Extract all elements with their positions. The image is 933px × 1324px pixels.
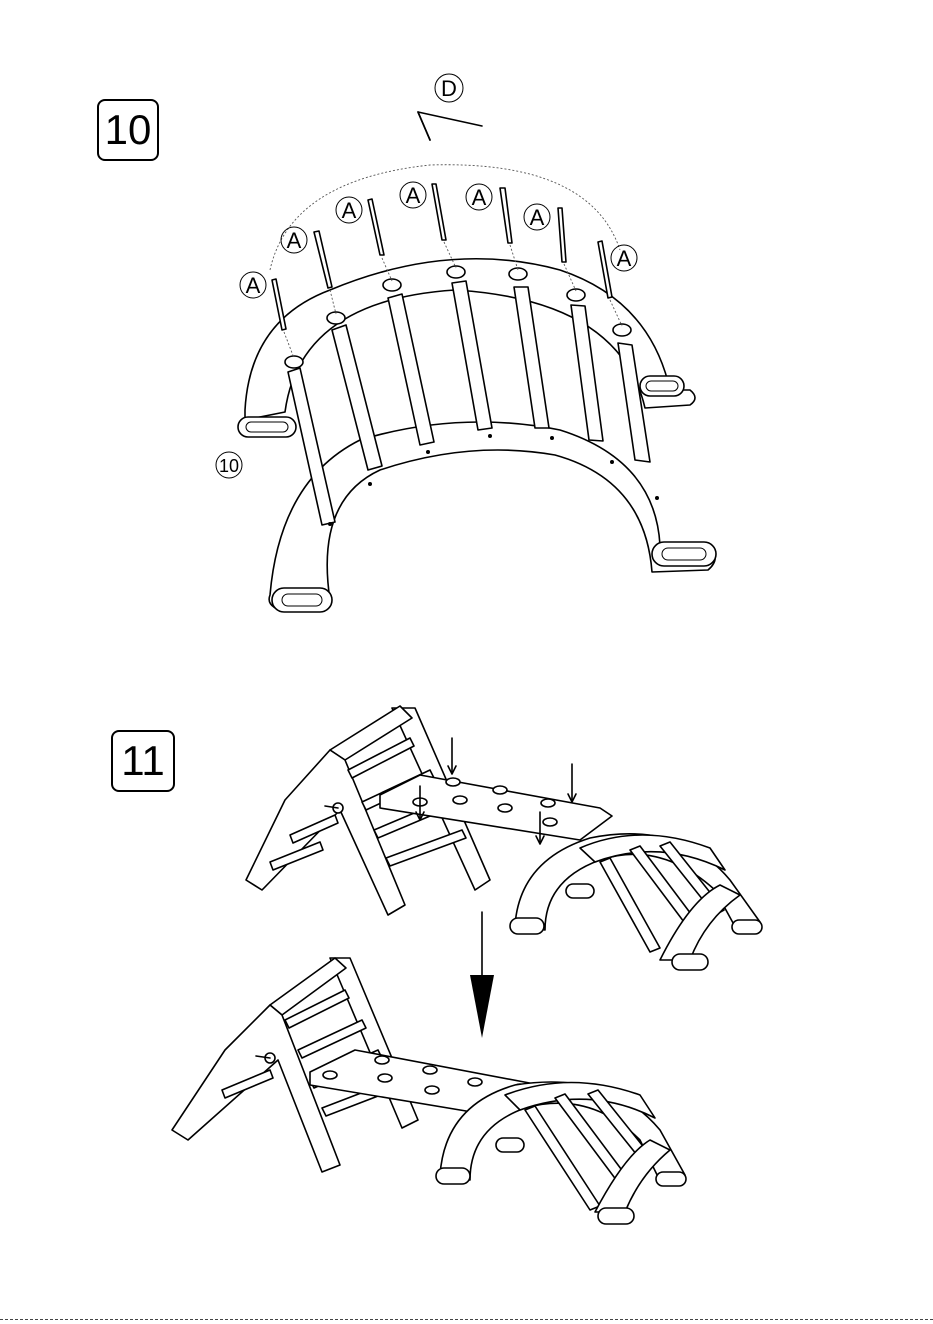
svg-text:A: A (530, 205, 545, 230)
svg-text:A: A (246, 273, 261, 298)
part-label-10: 10 (219, 456, 239, 476)
step-10-illustration: D (216, 74, 716, 612)
tool-label-d: D (441, 76, 457, 101)
svg-text:A: A (406, 183, 421, 208)
svg-text:A: A (342, 198, 357, 223)
next-arrow-icon (470, 912, 494, 1038)
svg-text:A: A (287, 228, 302, 253)
page-edge-rule (0, 1319, 933, 1320)
svg-text:A: A (472, 185, 487, 210)
allen-key-icon (418, 112, 482, 140)
step-11-after-illustration (172, 958, 686, 1224)
svg-text:A: A (617, 246, 632, 271)
step-11-before-illustration (246, 706, 762, 970)
